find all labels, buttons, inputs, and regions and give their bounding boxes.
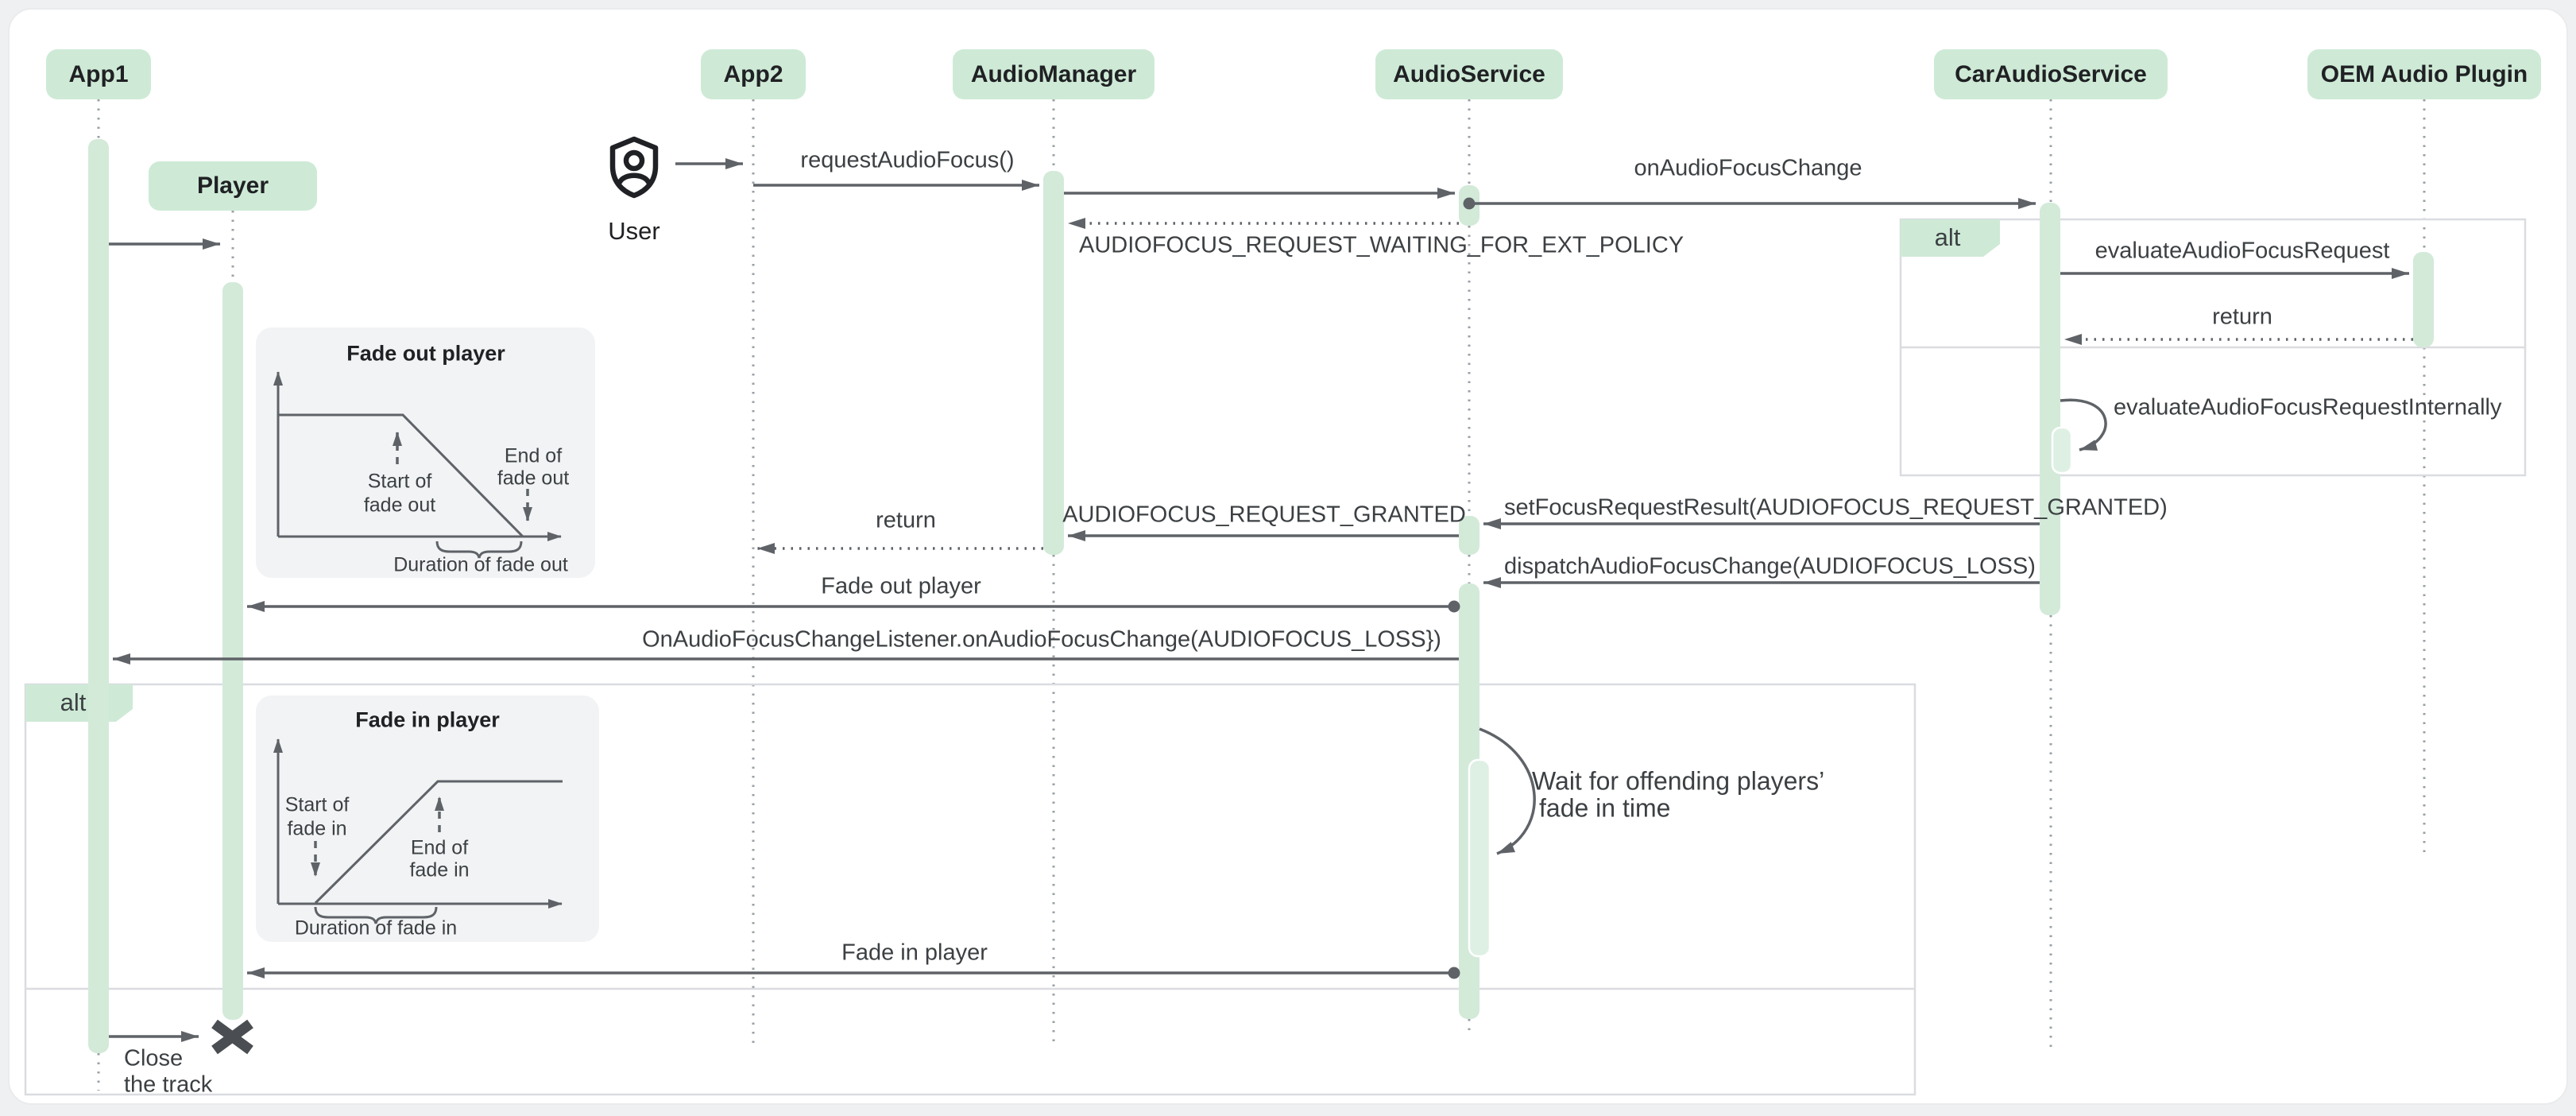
note-wait-line2: fade in time [1539,793,1671,823]
note-close-line2: the track [124,1071,213,1098]
participant-app2: App2 [701,49,806,99]
note-close-line1: Close [124,1045,184,1071]
msg-fade-out-player: Fade out player [821,573,981,599]
msg-evaluate-request: evaluateAudioFocusRequest [2094,238,2390,264]
msg-request-audio-focus: requestAudioFocus() [800,147,1015,173]
alt-right-label: alt [1934,223,1961,251]
participant-oem-audio-plugin: OEM Audio Plugin [2307,49,2541,99]
participant-caraudioservice: CarAudioService [1934,49,2168,99]
msg-on-focus-loss: OnAudioFocusChangeListener.onAudioFocusC… [642,626,1441,653]
msg-return-right: return [2212,304,2272,330]
fade-out-start-line1: Start of [367,470,432,493]
fade-out-duration: Duration of fade out [393,553,568,576]
participant-caraudioservice-label: CarAudioService [1955,60,2147,87]
alt-left-label: alt [60,688,87,716]
msg-set-focus-result: setFocusRequestResult(AUDIOFOCUS_REQUEST… [1504,494,2168,521]
fade-out-end-line2: fade out [497,467,570,490]
fade-in-duration: Duration of fade in [294,916,458,940]
fade-out-end-line1: End of [504,444,563,467]
msg-request-granted: AUDIOFOCUS_REQUEST_GRANTED [1062,502,1466,528]
participant-player: Player [149,161,317,211]
msg-waiting-ext-policy: AUDIOFOCUS_REQUEST_WAITING_FOR_EXT_POLIC… [1079,232,1684,258]
msg-fade-in-player: Fade in player [841,940,988,966]
fade-in-end-line2: fade in [409,858,470,882]
participant-audiomanager: AudioManager [953,49,1155,99]
participant-audiomanager-label: AudioManager [970,60,1137,87]
participant-audioservice-label: AudioService [1393,60,1545,87]
fade-in-title: Fade in player [355,707,500,732]
participant-audioservice: AudioService [1375,49,1563,99]
participant-oem-audio-plugin-label: OEM Audio Plugin [2320,60,2528,87]
participant-app1: App1 [46,49,151,99]
msg-on-audio-focus-change: onAudioFocusChange [1634,155,1862,181]
participant-app2-label: App2 [723,60,783,87]
msg-return-left: return [876,507,936,533]
user-actor-label: User [608,217,660,245]
fade-in-start-line1: Start of [284,793,350,816]
note-wait-line1: Wait for offending players’ [1532,766,1825,796]
participant-app1-label: App1 [68,60,129,87]
fade-in-end-line1: End of [410,836,469,859]
fade-out-start-line2: fade out [363,494,436,517]
fade-in-start-line2: fade in [287,817,347,840]
participant-player-label: Player [196,172,269,199]
msg-evaluate-internally: evaluateAudioFocusRequestInternally [2114,394,2502,420]
fade-out-title: Fade out player [346,341,505,366]
msg-dispatch-change: dispatchAudioFocusChange(AUDIOFOCUS_LOSS… [1504,553,2036,579]
